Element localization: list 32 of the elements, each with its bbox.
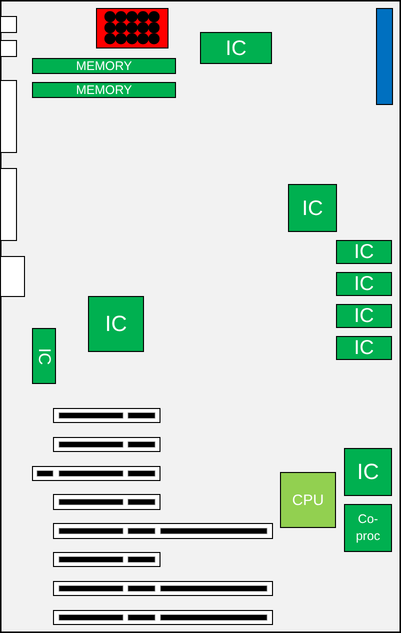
chip-label: IC (105, 313, 127, 335)
memory-module (32, 82, 176, 98)
ic-chip (336, 304, 392, 328)
chip-label: MEMORY (76, 84, 132, 96)
ic-chip (32, 328, 56, 384)
chip-label: Co-proc (354, 510, 382, 545)
ic-chip (336, 240, 392, 264)
ic-chip (88, 296, 144, 352)
ic-chip (336, 272, 392, 296)
ic-chip (288, 184, 337, 232)
chip-label: CPU (292, 492, 324, 508)
chip-label: IC (357, 461, 379, 483)
port-connector (0, 256, 25, 297)
ic-chip (200, 32, 272, 64)
chip-label: IC (226, 38, 246, 58)
port-connector (0, 40, 17, 57)
chip-label: IC (36, 348, 52, 364)
port-connector (0, 168, 17, 241)
memory-module (32, 58, 176, 74)
ic-chip (344, 448, 392, 496)
chip-label: IC (354, 338, 374, 358)
chip-label: IC (354, 274, 374, 294)
port-connector (0, 80, 17, 153)
chip-label: IC (302, 198, 323, 218)
chip-label: IC (354, 306, 374, 326)
coprocessor-chip (344, 504, 392, 552)
chip-label: IC (354, 242, 374, 262)
chip-label: MEMORY (76, 60, 132, 72)
ic-chip (336, 336, 392, 360)
cpu-chip (280, 472, 336, 528)
connector-strip (376, 8, 393, 105)
port-connector (0, 16, 17, 33)
